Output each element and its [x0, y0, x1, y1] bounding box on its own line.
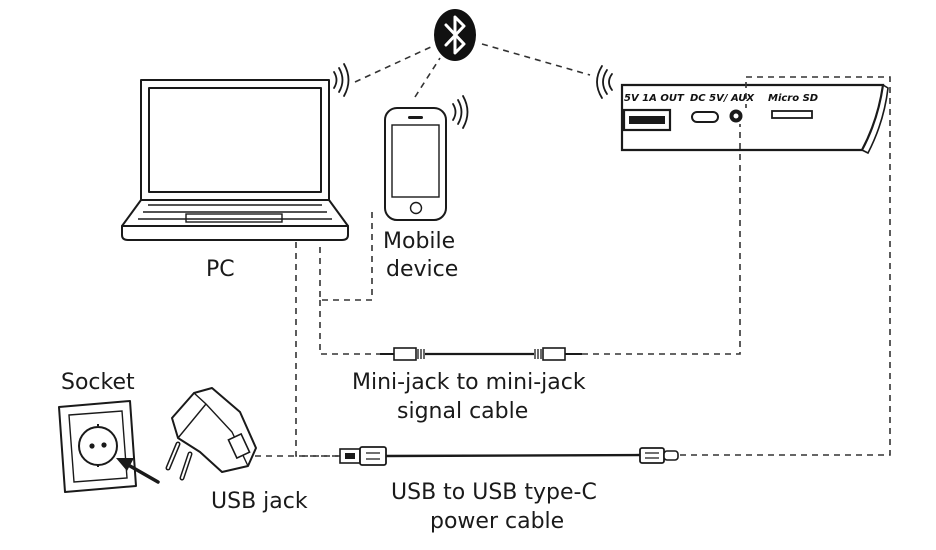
bluetooth-icon	[434, 9, 476, 61]
bt-link-pc	[354, 45, 434, 83]
label-usb-jack: USB jack	[211, 489, 308, 514]
bt-link-device	[481, 43, 591, 76]
usb-plug-icon	[339, 446, 387, 466]
port-label-micro-sd: Micro SD	[768, 93, 818, 104]
label-pc: PC	[206, 257, 235, 282]
micro-sd-slot	[771, 110, 813, 119]
laptop-icon	[121, 79, 349, 241]
usb-charger-icon	[165, 387, 257, 481]
usb-out-port	[622, 108, 672, 132]
wireless-signal-icon	[333, 63, 350, 97]
wireless-signal-icon	[596, 65, 613, 99]
usb-plug-icon	[639, 447, 679, 464]
wiring	[255, 76, 891, 457]
wire-usb-device	[680, 76, 891, 456]
minijack-cable	[380, 347, 582, 361]
minijack-plug-icon	[534, 347, 582, 361]
label-usb-cable-line2: power cable	[430, 509, 564, 534]
arrow-icon	[116, 458, 160, 484]
port-label-dc-aux: DC 5V/ AUX	[690, 93, 755, 104]
speaker-device: 5V 1A OUT DC 5V/ AUX Micro SD	[620, 83, 889, 155]
wall-socket-icon	[58, 400, 137, 493]
label-minijack-line2: signal cable	[397, 399, 528, 424]
label-usb-cable-line1: USB to USB type-C	[391, 480, 597, 505]
label-mobile-line1: Mobile	[383, 229, 455, 254]
port-label-out: 5V 1A OUT	[624, 93, 685, 104]
minijack-plug-icon	[380, 347, 425, 361]
label-minijack-line1: Mini-jack to mini-jack	[352, 370, 586, 395]
smartphone-icon	[384, 107, 447, 221]
aux-port	[729, 109, 743, 123]
bluetooth-links	[354, 43, 591, 98]
wire-pc-power	[295, 242, 340, 457]
label-socket: Socket	[61, 370, 135, 395]
usb-c-port	[691, 111, 719, 123]
wire-aux	[582, 124, 741, 355]
label-mobile-line2: device	[386, 257, 458, 282]
wire-mobile-pc	[319, 212, 373, 301]
wireless-signal-icon	[452, 95, 469, 129]
wire-pc-audio	[319, 300, 380, 355]
bt-link-mobile	[414, 57, 441, 98]
usb-cable	[339, 446, 679, 466]
